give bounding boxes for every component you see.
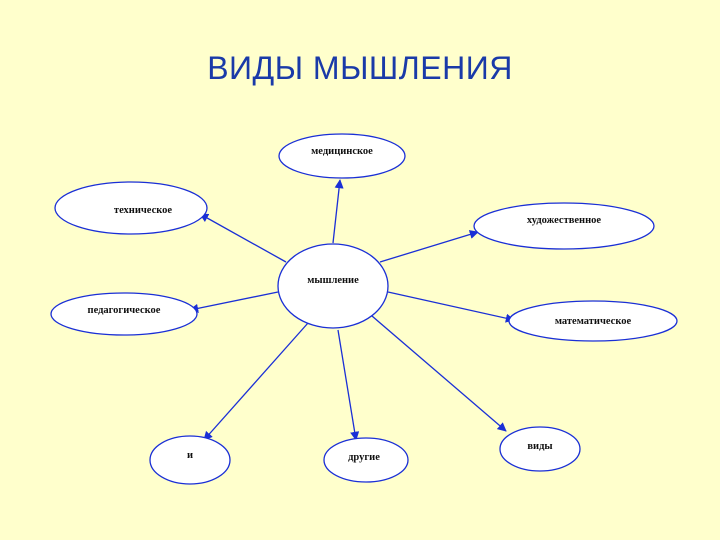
node-thinking: мышление	[277, 243, 389, 329]
node-other: другие	[323, 437, 409, 483]
node-pedagogical-label: педагогическое	[88, 305, 161, 316]
node-technical: техническое	[54, 181, 208, 235]
edge-types	[371, 315, 507, 432]
node-and: и	[149, 435, 231, 485]
edge-other	[337, 329, 360, 441]
node-medical-label: медицинское	[311, 146, 373, 157]
node-and-label: и	[187, 450, 193, 461]
edge-and	[203, 322, 309, 441]
node-mathematical: математическое	[508, 300, 678, 342]
node-other-label: другие	[348, 452, 380, 463]
node-thinking-label: мышление	[307, 275, 359, 286]
node-pedagogical: педагогическое	[50, 292, 198, 336]
edge-pedagogical	[189, 291, 279, 313]
slide-title: ВИДЫ МЫШЛЕНИЯ	[207, 50, 513, 86]
node-artistic: художественное	[473, 202, 655, 250]
node-medical: медицинское	[278, 133, 406, 179]
edge-medical	[332, 179, 344, 244]
node-mathematical-label: математическое	[555, 316, 632, 327]
node-types: виды	[499, 426, 581, 472]
edge-mathematical	[387, 291, 515, 323]
node-technical-label: техническое	[114, 205, 172, 216]
edge-artistic	[379, 230, 479, 263]
node-artistic-label: художественное	[527, 215, 602, 226]
node-types-label: виды	[527, 441, 552, 452]
edge-technical	[199, 213, 287, 263]
